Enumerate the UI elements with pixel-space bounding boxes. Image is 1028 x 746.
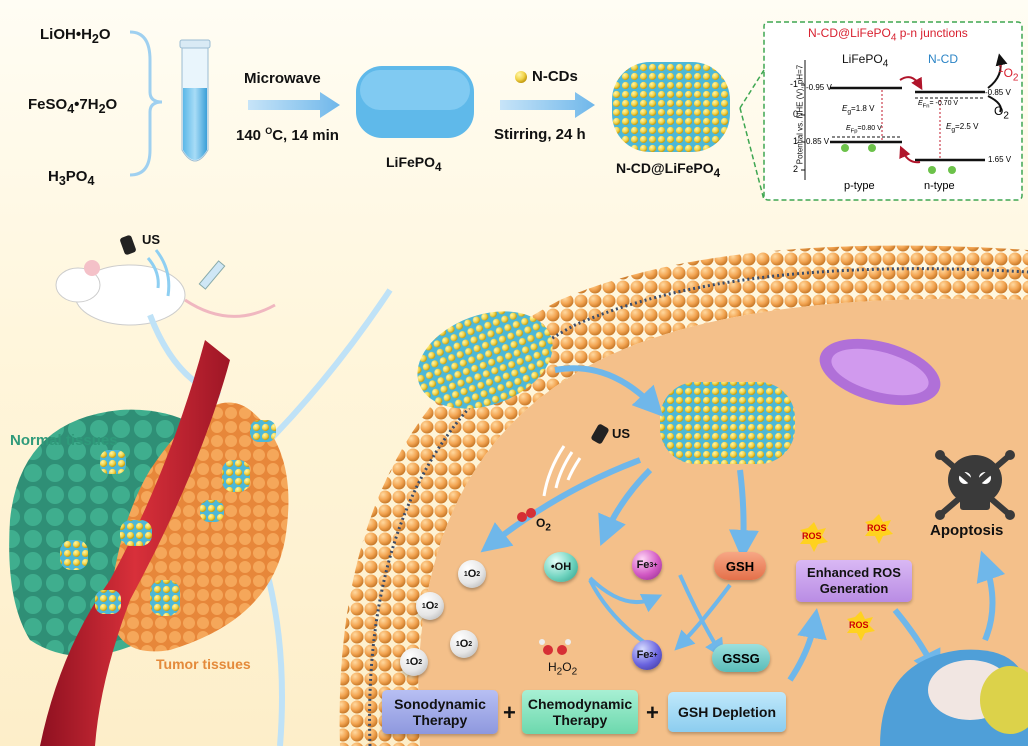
reagent-brace xyxy=(129,30,163,177)
energy-tick-1: -1 xyxy=(790,79,799,89)
reagent-feso4: FeSO4•7H2O xyxy=(28,96,118,116)
product-label: N-CD@LiFePO4 xyxy=(616,160,721,180)
energy-o2: O2 xyxy=(994,104,1009,122)
energy-tick-3: 1 xyxy=(793,136,799,146)
lifepo4-block xyxy=(356,66,474,138)
energy-tick-2: 0 xyxy=(793,109,799,119)
arrow-microwave xyxy=(248,92,340,118)
energy-ntype: n-type xyxy=(924,180,955,192)
microwave-conditions: 140 OC, 14 min xyxy=(236,126,339,144)
ros-label-2: ROS xyxy=(867,523,887,533)
us-label-left: US xyxy=(142,232,161,247)
h2o2-molecule-icon xyxy=(539,639,571,655)
syringe-icon xyxy=(198,260,226,290)
energy-efn: EFn= -0.70 V xyxy=(918,100,959,110)
energy-cb-left: -0.95 V xyxy=(806,83,832,92)
gsh-pill: GSH xyxy=(714,552,766,580)
energy-eg-left: Eg=1.8 V xyxy=(842,104,875,116)
normal-tissues-label: Normal tissues xyxy=(10,432,118,449)
ros-burst-2 xyxy=(865,514,893,544)
cell-membrane-line xyxy=(368,267,1028,746)
us-label-cell: US xyxy=(612,426,631,441)
ros-label-1: ROS xyxy=(802,531,822,541)
ros-burst-1 xyxy=(800,522,828,552)
hydroxyl-radical: •OH xyxy=(544,552,578,582)
energy-tick-4: 2 xyxy=(793,164,799,174)
energy-singlet-o2: 1O2 xyxy=(998,64,1019,84)
ncds-label: N-CDs xyxy=(532,68,578,85)
chemodynamic-therapy-box: Chemodynamic Therapy xyxy=(522,690,638,734)
ncd-lifepo4-particle xyxy=(612,62,730,152)
plus-2: + xyxy=(646,700,659,725)
reagent-lioh: LiOH•H2O xyxy=(40,26,111,46)
skull-icon xyxy=(935,450,1015,520)
microwave-label: Microwave xyxy=(244,70,321,87)
internal-nanoparticle xyxy=(660,382,795,464)
test-tube xyxy=(179,39,211,162)
energy-efp: EFp=0.80 V xyxy=(846,125,882,135)
energy-cb-right: -0.85 V xyxy=(985,88,1011,97)
lifepo4-label: LiFePO4 xyxy=(386,154,442,174)
sonodynamic-therapy-box: Sonodynamic Therapy xyxy=(382,690,498,734)
ros-label-3: ROS xyxy=(849,620,869,630)
stirring-label: Stirring, 24 h xyxy=(494,126,586,143)
energy-left-label: LiFePO4 xyxy=(842,52,889,70)
energy-eg-right: Eg=2.5 V xyxy=(946,122,979,134)
energy-diagram-title: N-CD@LiFePO4 p-n junctions xyxy=(808,26,968,44)
ros-burst-3 xyxy=(847,611,875,641)
gsh-depletion-box: GSH Depletion xyxy=(668,692,786,732)
tumor-tissues-label: Tumor tissues xyxy=(156,656,251,672)
tumor-nanoparticles xyxy=(60,420,276,616)
reagent-h3po4: H3PO4 xyxy=(48,168,95,188)
o2-label: O2 xyxy=(536,516,551,534)
plus-1: + xyxy=(503,700,516,725)
energy-ptype: p-type xyxy=(844,180,875,192)
energy-vb-right: 1.65 V xyxy=(988,155,1012,164)
entering-nanoparticle xyxy=(417,311,553,409)
energy-vb-left: 0.85 V xyxy=(806,137,830,146)
arrow-stirring xyxy=(500,92,595,118)
enhanced-ros-box: Enhanced ROS Generation xyxy=(796,560,912,602)
energy-diagram-frame xyxy=(763,21,1023,201)
h2o2-label: H2O2 xyxy=(548,660,578,678)
cell-interior xyxy=(418,298,1028,746)
o2-molecule-icon xyxy=(517,508,536,522)
energy-right-label: N-CD xyxy=(928,52,958,66)
gssg-pill: GSSG xyxy=(712,644,770,672)
apoptosis-label: Apoptosis xyxy=(930,522,1004,539)
